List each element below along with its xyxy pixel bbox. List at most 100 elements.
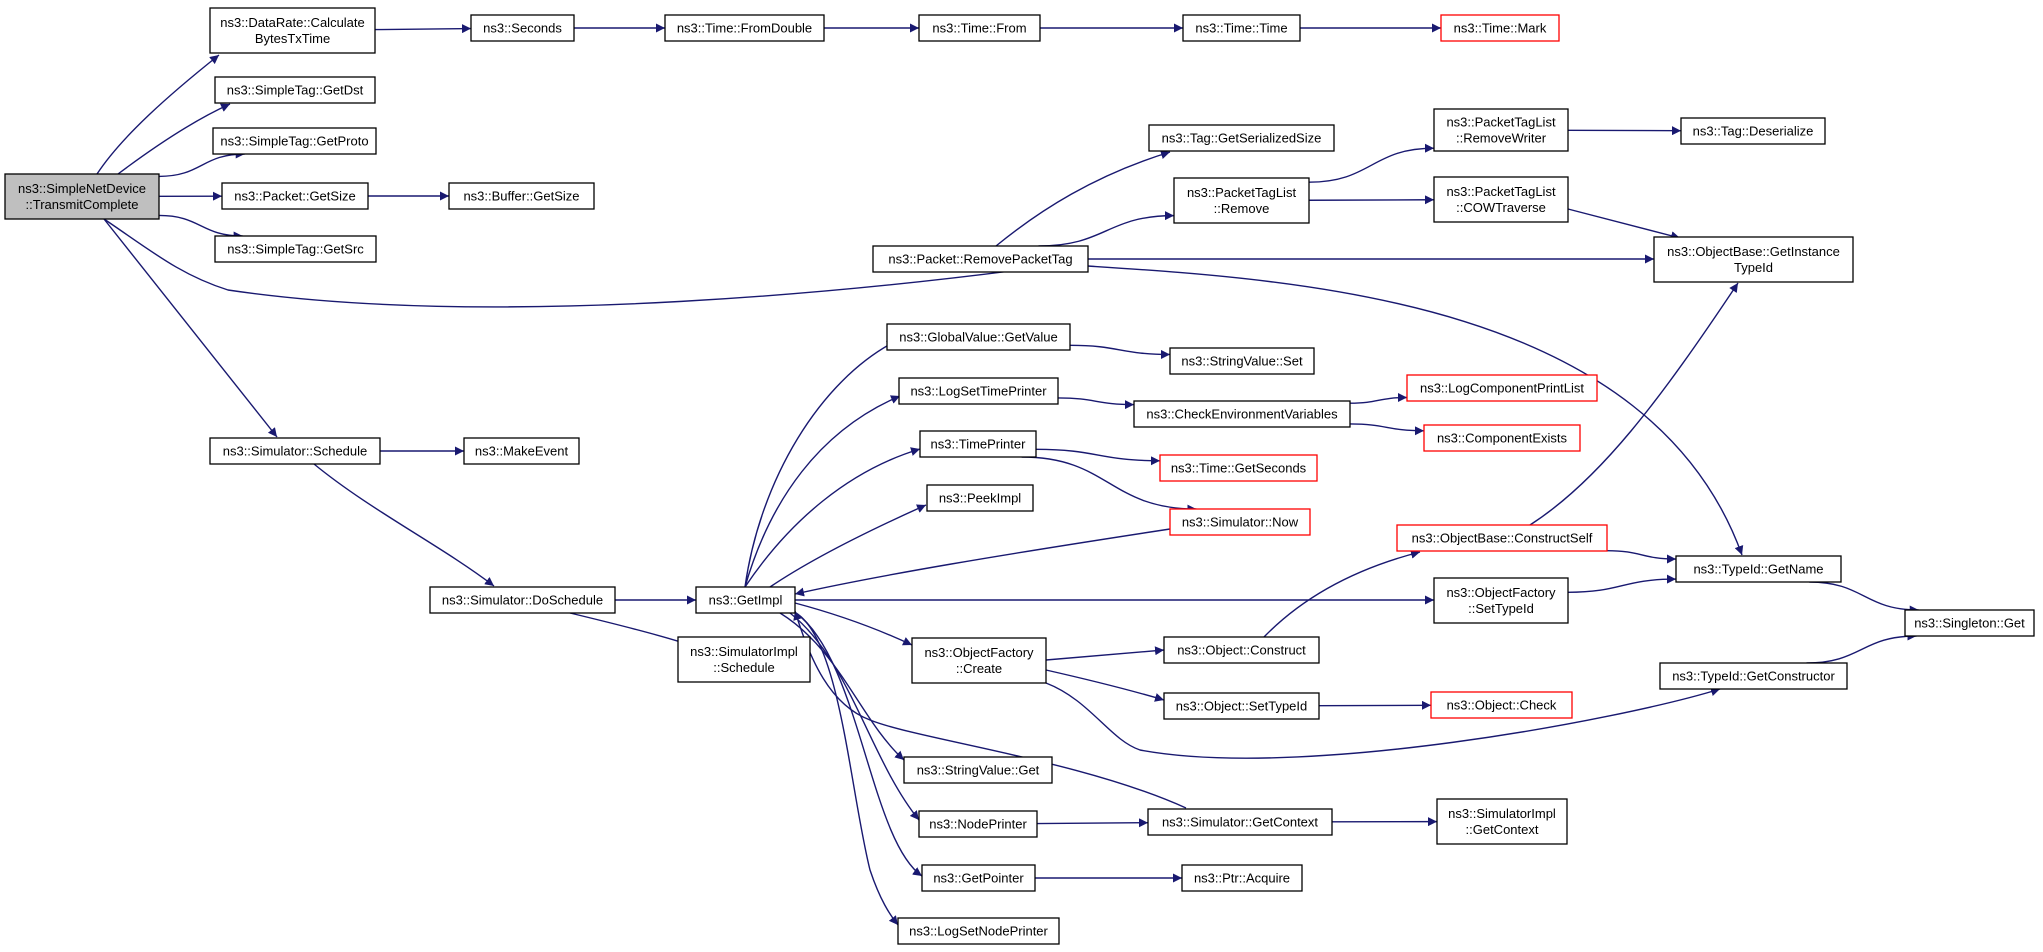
node-box [1406, 374, 1598, 402]
node-box [214, 76, 376, 104]
node-logsetnodeprinter[interactable]: ns3::LogSetNodePrinter [897, 917, 1060, 945]
node-box [1169, 347, 1315, 375]
node-objconstruct[interactable]: ns3::Object::Construct [1163, 636, 1320, 664]
node-box [903, 756, 1053, 784]
node-tagdeser[interactable]: ns3::Tag::Deserialize [1680, 117, 1826, 145]
node-simnow[interactable]: ns3::Simulator::Now [1169, 508, 1311, 536]
edge-typeidgetname-to-singletonget [1809, 581, 1919, 615]
node-root[interactable]: ns3::SimpleNetDevice::TransmitComplete [4, 173, 160, 220]
node-box [212, 127, 377, 155]
node-seconds[interactable]: ns3::Seconds [470, 14, 575, 42]
node-label: ns3::Time::Time [1195, 21, 1287, 36]
node-removepackettag[interactable]: ns3::Packet::RemovePacketTag [872, 245, 1089, 273]
node-label: ns3::Ptr::Acquire [1194, 871, 1290, 886]
node-pktgetsize[interactable]: ns3::Packet::GetSize [221, 182, 369, 210]
node-logsettimeprinter[interactable]: ns3::LogSetTimePrinter [898, 377, 1059, 405]
node-label: ns3::TypeId::GetName [1693, 562, 1823, 577]
node-checkenv[interactable]: ns3::CheckEnvironmentVariables [1133, 400, 1351, 428]
node-label: ns3::SimpleNetDevice [18, 181, 146, 196]
node-ptracquire[interactable]: ns3::Ptr::Acquire [1181, 864, 1303, 892]
node-label: ns3::GlobalValue::GetValue [899, 330, 1058, 345]
node-logcompprintlist[interactable]: ns3::LogComponentPrintList [1406, 374, 1598, 402]
node-box [695, 586, 796, 614]
node-compexists[interactable]: ns3::ComponentExists [1423, 424, 1581, 452]
node-label: ns3::MakeEvent [475, 444, 569, 459]
node-timefrom[interactable]: ns3::Time::From [918, 14, 1041, 42]
node-label: ns3::ObjectBase::GetInstance [1667, 244, 1840, 259]
node-schedule[interactable]: ns3::Simulator::Schedule [209, 437, 381, 465]
node-singletonget[interactable]: ns3::Singleton::Get [1904, 609, 2035, 637]
node-ptlremovewriter[interactable]: ns3::PacketTagList::RemoveWriter [1433, 108, 1569, 152]
node-label: ns3::SimpleTag::GetProto [220, 134, 368, 149]
node-timetime[interactable]: ns3::Time::Time [1182, 14, 1301, 42]
node-box [1653, 236, 1854, 283]
node-box [1163, 636, 1320, 664]
node-box [1163, 692, 1320, 720]
node-box [1423, 424, 1581, 452]
node-doschedule[interactable]: ns3::Simulator::DoSchedule [429, 586, 616, 614]
edge-calc-to-seconds [374, 24, 472, 34]
node-box [926, 484, 1034, 512]
node-getimpl[interactable]: ns3::GetImpl [695, 586, 796, 614]
node-fromdouble[interactable]: ns3::Time::FromDouble [664, 14, 825, 42]
node-box [919, 430, 1037, 458]
node-bufgetsize[interactable]: ns3::Buffer::GetSize [448, 182, 595, 210]
edge-root-to-calc [96, 54, 220, 175]
node-box [1433, 108, 1569, 152]
node-simimplschedule[interactable]: ns3::SimulatorImpl::Schedule [677, 636, 811, 683]
node-ofcreate[interactable]: ns3::ObjectFactory::Create [911, 637, 1047, 684]
node-label: ns3::TypeId::GetConstructor [1672, 669, 1835, 684]
node-makeevent[interactable]: ns3::MakeEvent [463, 437, 580, 465]
node-box [1173, 177, 1310, 224]
node-objsettypeid[interactable]: ns3::Object::SetTypeId [1163, 692, 1320, 720]
node-typeidgetname[interactable]: ns3::TypeId::GetName [1675, 555, 1842, 583]
node-stringset[interactable]: ns3::StringValue::Set [1169, 347, 1315, 375]
node-label: ns3::Tag::Deserialize [1693, 124, 1814, 139]
node-gvgetvalue[interactable]: ns3::GlobalValue::GetValue [886, 323, 1071, 351]
node-box [1182, 14, 1301, 42]
node-label: ns3::Time::From [932, 21, 1026, 36]
node-label: ns3::SimpleTag::GetSrc [227, 242, 364, 257]
node-box [209, 437, 381, 465]
node-typeidgetctor[interactable]: ns3::TypeId::GetConstructor [1659, 662, 1848, 690]
node-box [677, 636, 811, 683]
node-box [886, 323, 1071, 351]
node-label: BytesTxTime [255, 31, 330, 46]
node-getproto[interactable]: ns3::SimpleTag::GetProto [212, 127, 377, 155]
node-simgetcontext[interactable]: ns3::Simulator::GetContext [1147, 808, 1333, 836]
node-box [470, 14, 575, 42]
node-peekimpl[interactable]: ns3::PeekImpl [926, 484, 1034, 512]
node-label: ns3::Simulator::Now [1182, 515, 1299, 530]
node-getpointer[interactable]: ns3::GetPointer [921, 864, 1036, 892]
node-constructself[interactable]: ns3::ObjectBase::ConstructSelf [1396, 524, 1608, 552]
edge-removepackettag-to-ptlremove [1038, 211, 1175, 247]
node-tagserial[interactable]: ns3::Tag::GetSerializedSize [1148, 124, 1335, 152]
node-simimplgetcontext[interactable]: ns3::SimulatorImpl::GetContext [1436, 798, 1568, 845]
node-box [1159, 454, 1318, 482]
edge-typeidgetctor-to-singletonget [1806, 631, 1917, 664]
node-label: ns3::Time::FromDouble [677, 21, 812, 36]
edge-ofcreate-to-typeidgetctor [1045, 682, 1721, 759]
node-getsrc[interactable]: ns3::SimpleTag::GetSrc [214, 235, 377, 263]
edge-root-to-getsrc [158, 214, 243, 241]
node-label: ns3::SimpleTag::GetDst [227, 83, 364, 98]
edge-getimpl-to-nodeprinter [789, 612, 920, 821]
node-label: ns3::Object::SetTypeId [1176, 699, 1308, 714]
node-stringget[interactable]: ns3::StringValue::Get [903, 756, 1053, 784]
node-getdst[interactable]: ns3::SimpleTag::GetDst [214, 76, 376, 104]
node-box [1659, 662, 1848, 690]
node-nodeprinter[interactable]: ns3::NodePrinter [918, 810, 1038, 838]
edge-getimpl-to-peekimpl [769, 504, 927, 588]
edge-nodeprinter-to-simgetcontext [1036, 818, 1149, 828]
node-objcheck[interactable]: ns3::Object::Check [1430, 691, 1573, 719]
node-timeprinter[interactable]: ns3::TimePrinter [919, 430, 1037, 458]
node-timegetseconds[interactable]: ns3::Time::GetSeconds [1159, 454, 1318, 482]
node-ptlremove[interactable]: ns3::PacketTagList::Remove [1173, 177, 1310, 224]
edge-removepackettag-to-typeidgetname [1087, 265, 1744, 556]
node-ofsettypeid[interactable]: ns3::ObjectFactory::SetTypeId [1433, 577, 1569, 624]
node-ptlcow[interactable]: ns3::PacketTagList::COWTraverse [1433, 176, 1569, 223]
node-timemark[interactable]: ns3::Time::Mark [1440, 14, 1560, 42]
